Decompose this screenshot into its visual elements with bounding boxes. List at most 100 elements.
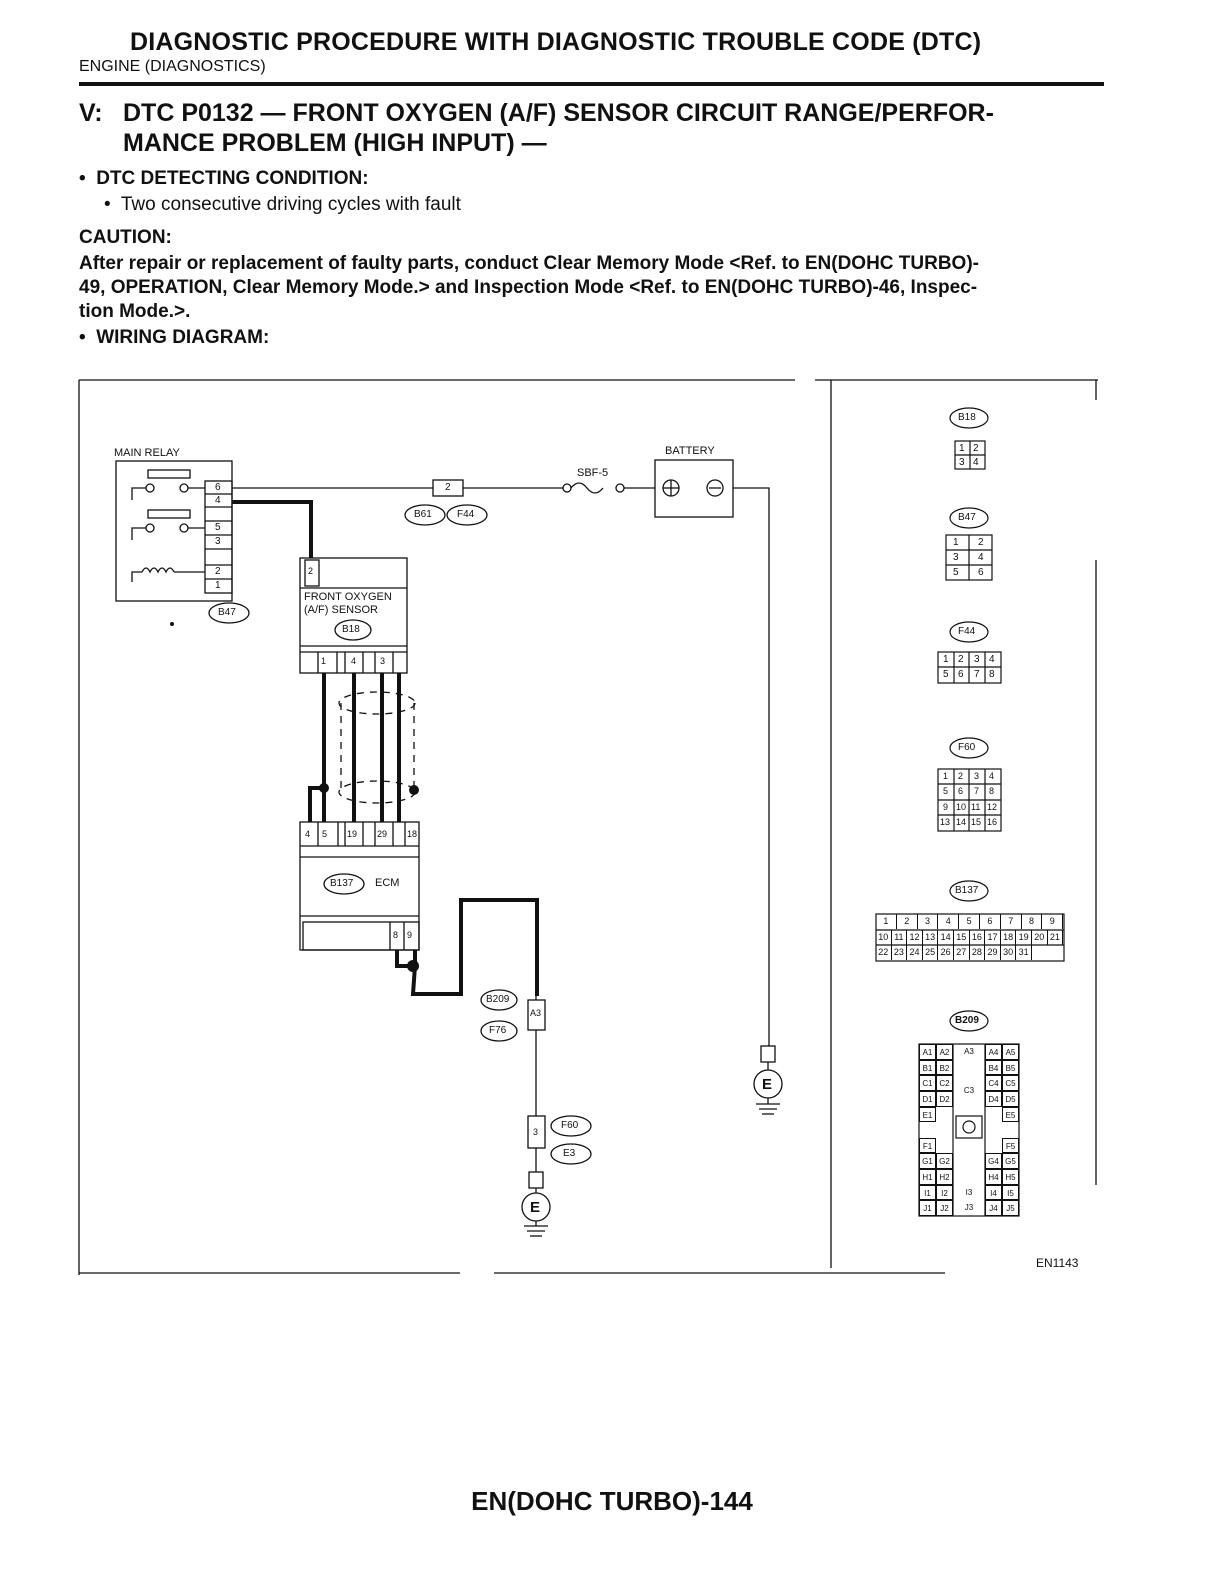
- b209-pin: I2: [936, 1184, 953, 1201]
- panel-label-b209: B209: [955, 1015, 979, 1026]
- b209-pin: B1: [919, 1059, 936, 1076]
- b137-pin: 9: [1042, 914, 1064, 929]
- sensor-pin: 1: [321, 656, 327, 666]
- b209-center-pin: J3: [964, 1203, 974, 1213]
- panel-label-b137: B137: [955, 885, 979, 896]
- b47-pin: 5: [953, 567, 959, 578]
- section-title-line2: MANCE PROBLEM (HIGH INPUT) —: [123, 129, 547, 157]
- f60-view-pin: 9: [943, 802, 949, 812]
- b209-center-pin: A3: [964, 1047, 974, 1056]
- b209-pin: G4: [985, 1153, 1002, 1170]
- sensor-pin: 4: [351, 656, 357, 666]
- page-header-title: DIAGNOSTIC PROCEDURE WITH DIAGNOSTIC TRO…: [130, 28, 982, 56]
- b137-pin: 8: [1022, 914, 1043, 929]
- b209-pin: F1: [919, 1137, 936, 1154]
- b209-pin: G5: [1002, 1153, 1019, 1170]
- b209-pin: [985, 1107, 1002, 1123]
- f60-view-pin: 16: [987, 817, 998, 827]
- b209-pin: I1: [919, 1184, 936, 1201]
- f60-view-pin: 5: [943, 786, 949, 796]
- f44-pin: 8: [989, 669, 995, 680]
- b137-pin: 7: [1001, 914, 1022, 929]
- b18-pin: 4: [973, 457, 979, 468]
- connector-label-f44: F44: [457, 509, 475, 520]
- f44-pin: 3: [974, 654, 980, 665]
- relay-pin: 6: [215, 482, 221, 493]
- sensor-pin: 3: [380, 656, 386, 666]
- header-rule: [79, 82, 1104, 86]
- b137-pin: 19: [1016, 929, 1032, 945]
- b209-pin: D5: [1002, 1090, 1019, 1107]
- sensor-label-line2: (A/F) SENSOR: [304, 604, 378, 616]
- b137-pin: 18: [1001, 929, 1017, 945]
- b137-pin: 27: [954, 945, 970, 961]
- dtc-condition-item-text: Two consecutive driving cycles with faul…: [120, 194, 461, 215]
- b209-pin: [936, 1138, 953, 1154]
- connector-label-e3: E3: [563, 1148, 576, 1159]
- b137-pin: 10: [876, 929, 892, 945]
- b137-pin: 29: [985, 945, 1001, 961]
- b137-pin: 16: [970, 929, 986, 945]
- b137-pin: 28: [970, 945, 986, 961]
- b209-pin: G1: [919, 1153, 936, 1170]
- b209-pin: J5: [1002, 1200, 1019, 1216]
- wiring-heading-text: WIRING DIAGRAM:: [96, 327, 270, 348]
- section-number: V:: [79, 99, 103, 127]
- f60-view-pin: 2: [958, 771, 964, 781]
- b209-pin: J1: [919, 1200, 936, 1216]
- b209-pin: [936, 1107, 953, 1123]
- connector-label-b209: B209: [486, 994, 510, 1005]
- ecm-pin: 18: [407, 829, 418, 839]
- b209-pin: F5: [1002, 1137, 1019, 1154]
- b137-pin: 24: [907, 945, 923, 961]
- f44-pin: 2: [958, 654, 964, 665]
- ecm-bottom-pin: 9: [407, 930, 413, 940]
- f60-pin: 3: [533, 1127, 539, 1137]
- sensor-top-pin: 2: [308, 566, 314, 576]
- ecm-bottom-pin: 8: [393, 930, 399, 940]
- panel-label-f60: F60: [958, 742, 976, 753]
- f44-pin: 7: [974, 669, 980, 680]
- f60-view-pin: 7: [974, 786, 980, 796]
- ground-label-ecm: E: [530, 1199, 541, 1216]
- b209-pin: H2: [936, 1169, 953, 1185]
- main-relay-label: MAIN RELAY: [114, 447, 180, 459]
- b209-pin: C2: [936, 1075, 953, 1091]
- b209-center-pin: C3: [963, 1086, 975, 1096]
- b137-pin: 3: [918, 914, 939, 929]
- b209-pin: [919, 1122, 936, 1138]
- b47-pin: 6: [978, 567, 984, 578]
- f44-pin: 4: [989, 654, 995, 665]
- b209-pin: [985, 1122, 1002, 1138]
- b18-pin: 1: [959, 443, 965, 454]
- f60-view-pin: 12: [987, 802, 998, 812]
- b18-pin: 3: [959, 457, 965, 468]
- b209-pin: [936, 1122, 953, 1138]
- ecm-label: ECM: [375, 877, 400, 889]
- ecm-pin: 29: [377, 829, 388, 839]
- connector-label-f76: F76: [489, 1025, 507, 1036]
- connector-label-b47: B47: [218, 607, 236, 618]
- b137-pin: 12: [907, 929, 923, 945]
- page-header-subtitle: ENGINE (DIAGNOSTICS): [79, 58, 266, 75]
- dtc-condition-heading: • DTC DETECTING CONDITION:: [79, 168, 369, 189]
- b209-pin: A3: [530, 1008, 542, 1018]
- connector-label-f60: F60: [561, 1120, 579, 1131]
- b47-pin: 2: [978, 537, 984, 548]
- f60-view-pin: 3: [974, 771, 980, 781]
- page-number: EN(DOHC TURBO)-144: [471, 1486, 753, 1516]
- b209-pin: B2: [936, 1059, 953, 1076]
- ground-label-battery: E: [762, 1076, 773, 1093]
- ecm-pin: 19: [347, 829, 358, 839]
- b137-pin: 25: [923, 945, 939, 961]
- joint-connector-pin: 2: [445, 482, 451, 493]
- b209-pin: D4: [985, 1090, 1002, 1107]
- b137-pin: 15: [954, 929, 970, 945]
- b47-pin: 3: [953, 552, 959, 563]
- section-title: V:DTC P0132 — FRONT OXYGEN (A/F) SENSOR …: [79, 98, 1119, 158]
- connector-label-b18: B18: [342, 624, 360, 635]
- b209-pin: A2: [936, 1044, 953, 1060]
- b209-pin: D2: [936, 1090, 953, 1107]
- b209-pin: A4: [985, 1044, 1002, 1060]
